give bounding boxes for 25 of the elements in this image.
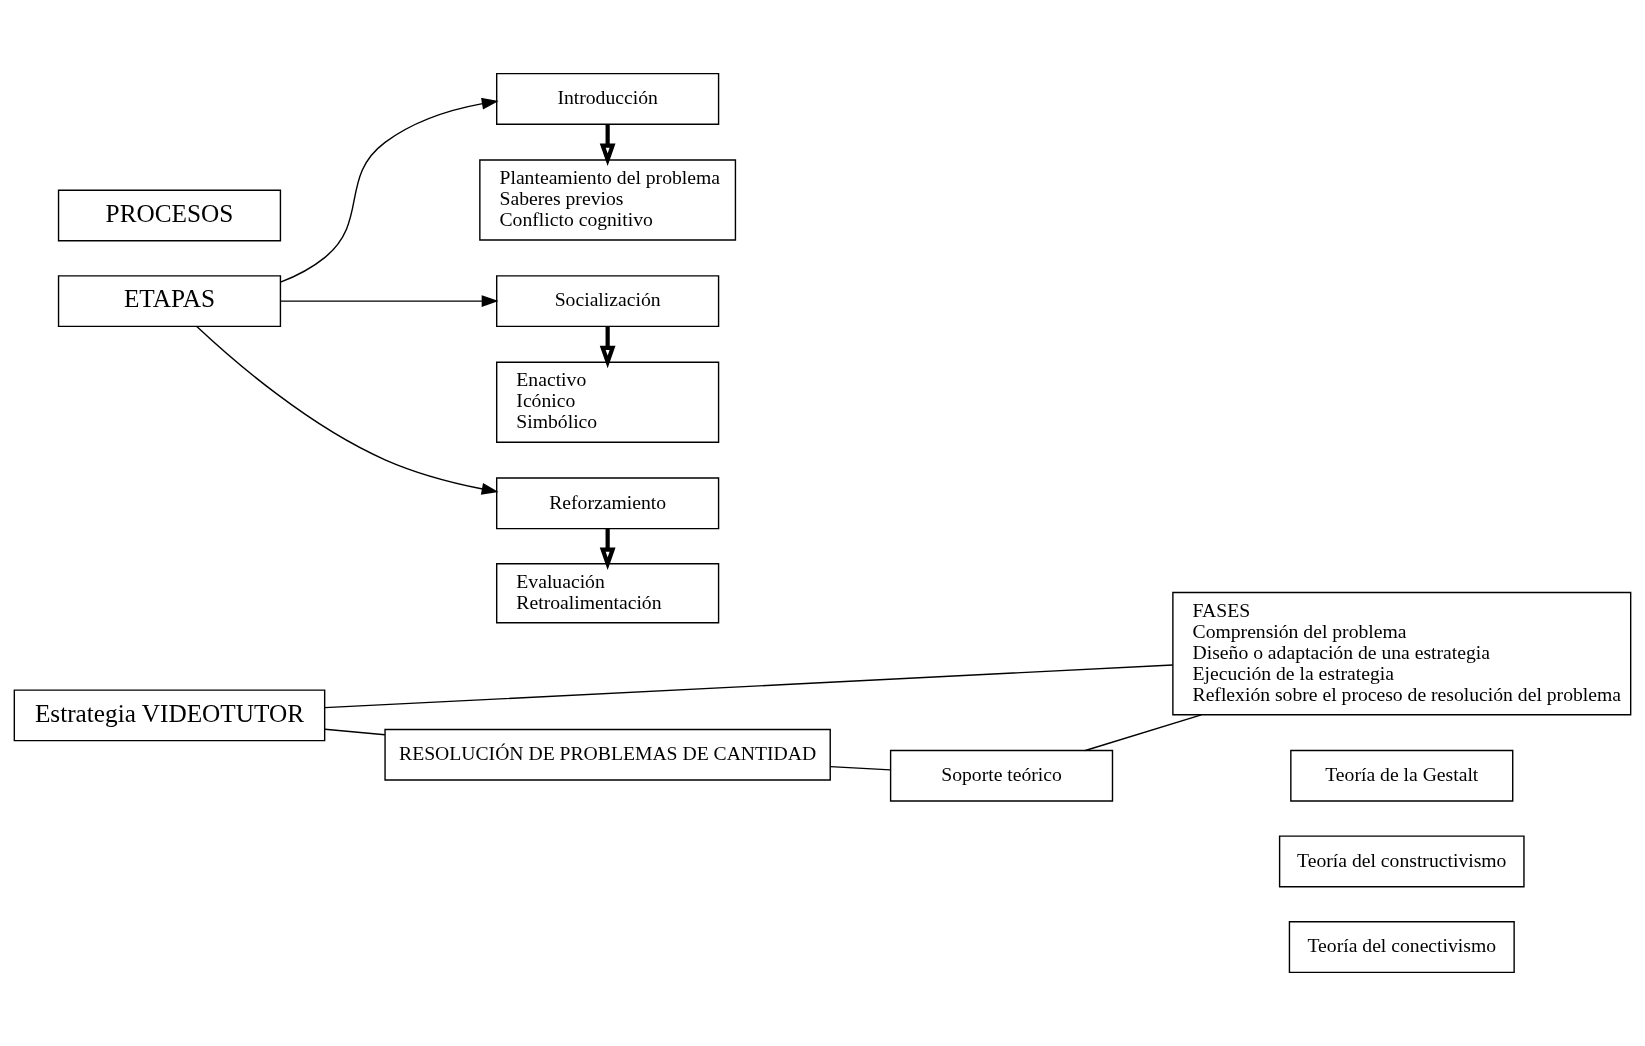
node-box: Estrategia VIDEOTUTOR [13, 689, 326, 742]
arrow [599, 124, 616, 167]
node-box: Planteamiento del problema Saberes previos Conflicto cognitivo [479, 159, 737, 241]
arrow [279, 97, 499, 283]
node-box: PROCESOS [57, 189, 282, 242]
connector [324, 664, 1174, 709]
connector [829, 765, 892, 771]
node-box: Reforzamiento [496, 477, 720, 530]
arrow [280, 295, 499, 307]
arrow [599, 528, 616, 571]
connector [324, 728, 386, 736]
node-box: Evaluación Retroalimentación [496, 563, 720, 624]
arrow [196, 325, 499, 495]
node-box: Teoría del conectivismo [1288, 921, 1515, 974]
node-box: Teoría del constructivismo [1278, 835, 1525, 888]
node-box: Enactivo Icónico Simbólico [496, 361, 720, 443]
node-box: Introducción [496, 72, 720, 125]
node-box: Teoría de la Gestalt [1290, 749, 1514, 802]
node-box: ETAPAS [57, 275, 282, 328]
node-box: FASES Comprensión del problema Diseño o adaptación de una estrategia Ejecución de la estrategia Reflexión sobre el proceso de resolución del problema [1172, 591, 1632, 716]
node-box: RESOLUCIÓN DE PROBLEMAS DE CANTIDAD [384, 728, 831, 781]
connector [1084, 714, 1202, 752]
node-box: Soporte teórico [889, 749, 1114, 802]
arrow [599, 326, 616, 369]
node-box: Socialización [496, 275, 720, 328]
